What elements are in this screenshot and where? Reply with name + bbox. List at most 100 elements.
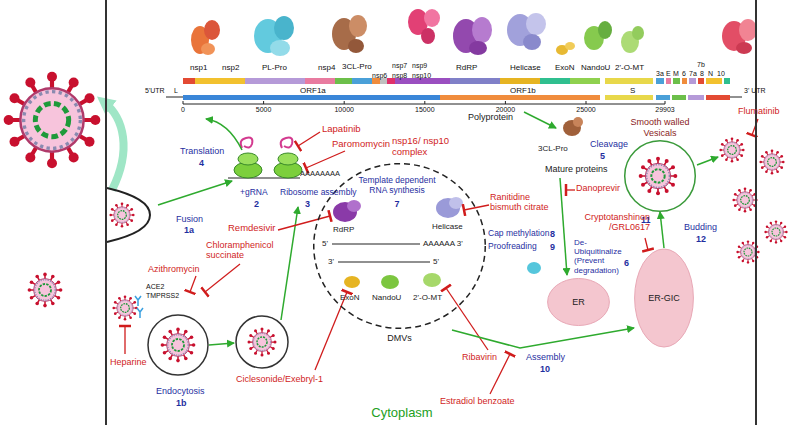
drug-label: Ciclesonide/Exebryl-1 <box>236 374 323 384</box>
scale-number: 29903 <box>655 106 674 114</box>
step-label: Template dependent RNA synthesis <box>355 176 439 196</box>
scale-number: 5000 <box>256 106 272 114</box>
callout-number: 1b <box>176 398 187 408</box>
text-label: ExoN <box>340 293 360 302</box>
process-arrow <box>660 212 664 248</box>
drug-label: Ribavirin <box>462 352 497 362</box>
vesicle-heading: Smooth walled Vesicals <box>625 117 695 138</box>
drug-label: Ranitidine bismuth citrate <box>490 192 550 213</box>
text-label: 3' <box>328 257 334 266</box>
gene-label: E <box>666 70 671 78</box>
drug-label: Remdesivir <box>228 223 276 234</box>
organelle-ellipse: ER <box>547 278 610 326</box>
gene-label: RdRP <box>456 63 477 72</box>
gene-label: Helicase <box>510 63 541 72</box>
scale-number: 25000 <box>576 106 595 114</box>
callout-number: 8 <box>550 229 555 239</box>
step-label: Cap methylation <box>488 229 549 239</box>
step-label: +gRNA <box>240 188 268 198</box>
gene-label: ACE2 <box>146 283 164 291</box>
step-label: Fusion <box>176 214 203 224</box>
callout-number: 3 <box>305 199 310 209</box>
scale-number: 0 <box>181 106 185 114</box>
callout-number: 1a <box>184 225 194 235</box>
region-label: Cytoplasm <box>371 406 432 421</box>
gene-label: L <box>174 87 178 95</box>
drug-label: Lapatinib <box>322 124 361 135</box>
text-label: 2'-O-MT <box>413 293 442 302</box>
gene-label: 7b <box>697 61 705 69</box>
step-label: Ribosome assembly <box>280 188 357 198</box>
shape-outline <box>624 140 696 212</box>
scale-number: 10000 <box>334 106 353 114</box>
text-label: Polyprotein <box>468 112 513 122</box>
step-label: Endocytosis <box>156 386 205 396</box>
step-label: Translation <box>180 146 224 156</box>
gene-label: 2'-O-MT <box>615 63 644 72</box>
step-label: De-Ubiquitinalize (Prevent degradation) <box>574 238 630 275</box>
drug-label: Estradiol benzoate <box>440 396 515 406</box>
organelle-ellipse: ER-GIC <box>634 248 694 348</box>
drug-label: Paromomycin <box>332 139 390 150</box>
gene-label: 3CL-Pro <box>342 62 372 71</box>
drug-label: Flumatinib <box>738 106 780 116</box>
region-label: DMVs <box>387 333 412 343</box>
gene-label: 8 <box>700 70 704 78</box>
gene-label: nsp7 <box>392 62 407 70</box>
text-label: 5' <box>433 257 439 266</box>
gene-label: M <box>673 70 679 78</box>
gene-label: nsp2 <box>222 63 239 72</box>
gene-label: 3a <box>656 70 664 78</box>
gene-label: 6 <box>682 70 686 78</box>
gene-label: NandoU <box>581 63 610 72</box>
gene-label: PL-Pro <box>262 63 287 72</box>
drug-label: Cryptotanshinon /GRL0617 <box>574 212 650 233</box>
callout-number: 12 <box>696 234 706 244</box>
step-label: Budding <box>684 222 717 232</box>
organelle-label: ER-GIC <box>648 293 680 303</box>
gene-label: 10 <box>717 70 725 78</box>
text-label: AAAAAA 3' <box>423 239 463 248</box>
text-label: NandoU <box>372 293 401 302</box>
gene-label: nsp6 <box>372 72 387 80</box>
process-arrow <box>452 328 634 348</box>
gene-label: 5'UTR <box>145 87 165 95</box>
text-label: 3CL-Pro <box>538 144 568 153</box>
drug-label: Heparine <box>110 357 147 367</box>
callout-number: 10 <box>540 364 550 374</box>
gene-label: N <box>708 70 713 78</box>
callout-number: 9 <box>550 242 555 252</box>
callout-number: 6 <box>624 258 629 268</box>
text-label: Helicase <box>432 222 463 231</box>
gene-label: nsp10 <box>412 72 431 80</box>
gene-label: nsp9 <box>412 62 427 70</box>
gene-label: TMPRSS2 <box>146 292 179 300</box>
gene-label: ORF1a <box>300 86 326 95</box>
gene-label: nsp8 <box>392 72 407 80</box>
gene-label: nsp1 <box>190 63 207 72</box>
drug-label: Azithromycin <box>148 264 200 274</box>
gene-label: nsp4 <box>318 63 335 72</box>
scale-number: 15000 <box>415 106 434 114</box>
drug-label: Danoprevir <box>576 183 620 193</box>
text-label: AAAAAAAA <box>300 170 340 179</box>
text-label: Mature proteins <box>545 164 608 174</box>
drug-label: nsp16/ nsp10 complex <box>392 136 456 158</box>
gene-label: ExoN <box>555 63 575 72</box>
gene-label: S <box>630 86 635 95</box>
step-label: Proofreading <box>488 242 537 252</box>
callout-number: 4 <box>199 158 204 168</box>
vesicle-circle: Smooth walled Vesicals <box>624 140 696 212</box>
callout-number: 5 <box>600 151 605 161</box>
organelle-label: ER <box>572 297 585 307</box>
step-label: Assembly <box>526 352 565 362</box>
gene-label: ORF1b <box>510 86 536 95</box>
gene-label: 7a <box>689 70 697 78</box>
step-label: Cleavage <box>590 139 628 149</box>
text-label: 5' <box>322 239 328 248</box>
gene-label: 3' UTR <box>744 87 766 95</box>
callout-number: 7 <box>394 199 399 209</box>
text-label: RdRP <box>333 225 354 234</box>
callout-number: 2 <box>254 199 259 209</box>
drug-label: Chloramphenicol succinate <box>206 240 280 261</box>
